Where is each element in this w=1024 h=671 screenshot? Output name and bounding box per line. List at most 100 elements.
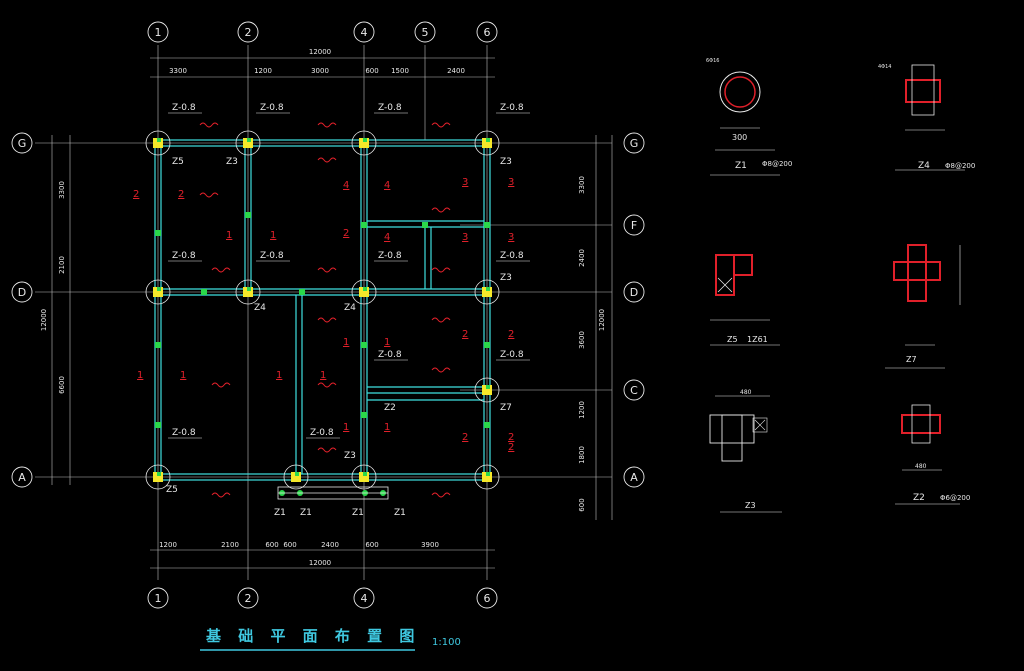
wall-marker <box>361 412 367 418</box>
column-label: Z1 <box>300 508 312 518</box>
zone-number: 2 <box>462 432 468 443</box>
axis-bottom-1-label: 1 <box>155 592 162 605</box>
detail-z2: 480 Z2 Φ6@200 <box>895 404 970 505</box>
foundation-walls <box>154 139 491 481</box>
column-label: Z3 <box>500 273 512 283</box>
dim-top: 3300 <box>169 67 187 75</box>
zone-number: 2 <box>133 189 139 200</box>
column-footing <box>235 279 261 305</box>
dim-left-total: 12000 <box>40 309 48 331</box>
beam-label: Z-0.8 <box>172 103 196 113</box>
axis-bottom-1: 1 <box>147 587 169 609</box>
axis-bottom-2-label: 2 <box>245 592 252 605</box>
red-mark <box>317 267 337 273</box>
column-footing <box>145 279 171 305</box>
wall-marker <box>155 230 161 236</box>
detail-z5: Z5 1Z61 <box>710 254 780 346</box>
dim-right: 2400 <box>578 249 586 267</box>
zone-number: 3 <box>508 177 514 188</box>
wall-marker <box>155 422 161 428</box>
dim-right: 600 <box>578 498 586 511</box>
zone-number: 1 <box>180 370 186 381</box>
dim-left: 2100 <box>58 256 66 274</box>
detail-z3-dim: 480 <box>740 389 752 396</box>
wall-marker <box>201 289 207 295</box>
beam-label: Z-0.8 <box>378 251 402 261</box>
dim-right-total: 12000 <box>598 309 606 331</box>
zone-number: 1 <box>343 337 349 348</box>
column-footing <box>235 130 261 156</box>
detail-z2-dim: 480 <box>915 463 927 470</box>
zone-number: 2 <box>178 189 184 200</box>
detail-z3: 480 Z3 <box>709 389 782 513</box>
dim-left: 3300 <box>58 181 66 199</box>
zone-number: 2 <box>508 442 514 453</box>
red-mark <box>431 267 451 273</box>
drawing-title: 基 础 平 面 布 置 图 <box>205 627 420 645</box>
beam-label: Z-0.8 <box>172 251 196 261</box>
column-footing <box>474 377 500 403</box>
beam-label: Z-0.8 <box>310 428 334 438</box>
detail-z2-label: Z2 <box>913 493 925 503</box>
column-footing <box>474 464 500 490</box>
detail-z5-label: Z5 <box>727 335 738 344</box>
column-label: Z1 <box>274 508 286 518</box>
axis-top-1: 1 <box>147 21 169 43</box>
zone-number: 1 <box>384 422 390 433</box>
dim-bottom: 600 <box>265 541 278 549</box>
column-label: Z5 <box>172 157 184 167</box>
axis-top-5: 5 <box>414 21 436 43</box>
bottom-strip-footing <box>277 486 389 500</box>
dim-right: 3600 <box>578 331 586 349</box>
axis-left-A-label: A <box>18 471 26 484</box>
detail-z2-note: Φ6@200 <box>940 494 970 502</box>
dim-bottom: 2100 <box>221 541 239 549</box>
axis-right-C-label: C <box>630 384 638 397</box>
dim-left: 6600 <box>58 376 66 394</box>
zone-number: 2 <box>343 228 349 239</box>
axis-top-5-label: 5 <box>422 26 429 39</box>
axis-bottom-4-label: 4 <box>361 592 368 605</box>
axis-top-2: 2 <box>237 21 259 43</box>
zone-number: 1 <box>276 370 282 381</box>
axis-bottom-2: 2 <box>237 587 259 609</box>
axis-left-A: A <box>11 466 33 488</box>
dim-top-total: 12000 <box>309 48 331 56</box>
axis-left-D-label: D <box>18 286 26 299</box>
column-label: Z2 <box>384 403 396 413</box>
axis-top-6-label: 6 <box>484 26 491 39</box>
axis-bottom-6: 6 <box>476 587 498 609</box>
axis-top-4: 4 <box>353 21 375 43</box>
dim-bottom: 3900 <box>421 541 439 549</box>
zone-number: 2 <box>508 432 514 443</box>
axis-bottom-4: 4 <box>353 587 375 609</box>
axis-top-1-label: 1 <box>155 26 162 39</box>
wall-marker <box>422 222 428 228</box>
zone-number: 1 <box>320 370 326 381</box>
column-label: Z1 <box>394 508 406 518</box>
column-footing <box>351 279 377 305</box>
axis-left-G-label: G <box>18 137 27 150</box>
column-label: Z3 <box>226 157 238 167</box>
zone-number: 1 <box>226 230 232 241</box>
zone-number: 1 <box>343 422 349 433</box>
red-mark <box>317 447 337 453</box>
zone-number: 2 <box>462 329 468 340</box>
zone-number: 1 <box>270 230 276 241</box>
dim-bottom-total: 12000 <box>309 559 331 567</box>
column-footing <box>351 464 377 490</box>
detail-z1: 300 Z1 Φ8@200 6Φ16 <box>706 58 792 176</box>
axis-right-A-label: A <box>630 471 638 484</box>
red-mark <box>317 317 337 323</box>
red-mark <box>211 492 231 498</box>
zone-number: 3 <box>462 177 468 188</box>
zone-number: 3 <box>462 232 468 243</box>
grid-lines <box>35 45 613 580</box>
beam-label: Z-0.8 <box>378 350 402 360</box>
beam-label: Z-0.8 <box>500 350 524 360</box>
dim-bottom: 1200 <box>159 541 177 549</box>
column-details: 300 Z1 Φ8@200 6Φ16 Z4 Φ8@200 4Φ14 Z5 1Z6… <box>706 58 975 513</box>
detail-z4-note: Φ8@200 <box>945 162 975 170</box>
red-mark <box>199 192 219 198</box>
